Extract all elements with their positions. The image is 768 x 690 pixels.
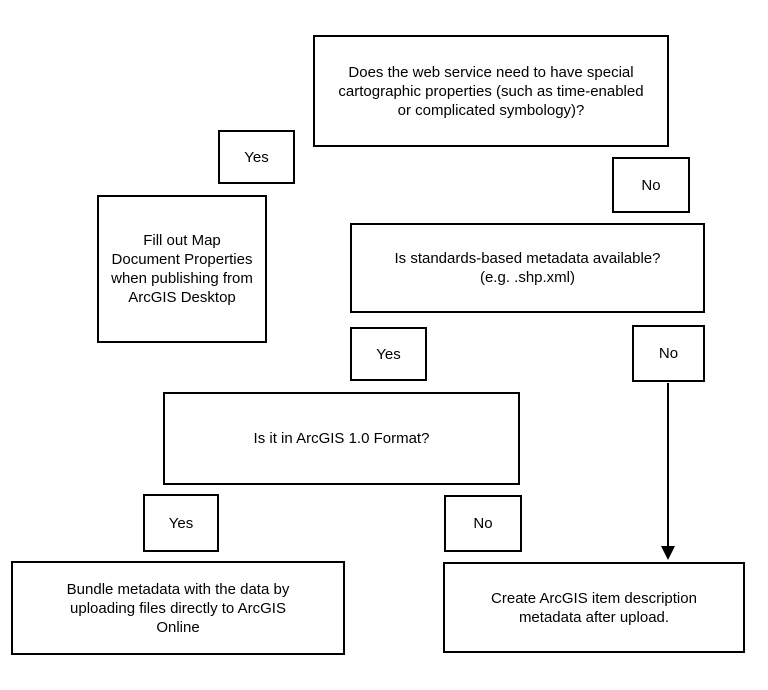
branch-box-no-standards: No bbox=[632, 325, 705, 382]
branch-box-yes-cartographic: Yes bbox=[218, 130, 295, 184]
action-box-create-item-description: Create ArcGIS item description metadata … bbox=[443, 562, 745, 653]
branch-box-yes-standards: Yes bbox=[350, 327, 427, 381]
branch-box-yes-format: Yes bbox=[143, 494, 219, 552]
branch-box-yes-cartographic-label: Yes bbox=[244, 148, 269, 166]
branch-box-yes-format-label: Yes bbox=[168, 514, 194, 532]
action-box-bundle-metadata-label: Bundle metadata with the data by uploadi… bbox=[66, 580, 290, 636]
action-box-bundle-metadata: Bundle metadata with the data by uploadi… bbox=[11, 561, 345, 655]
action-box-create-item-description-label: Create ArcGIS item description metadata … bbox=[491, 589, 697, 626]
action-box-fill-out-map-document-properties: Fill out Map Document Properties when pu… bbox=[97, 195, 267, 343]
branch-box-no-cartographic-label: No bbox=[641, 176, 661, 194]
decision-box-arcgis-format: Is it in ArcGIS 1.0 Format? bbox=[163, 392, 520, 485]
branch-box-no-standards-label: No bbox=[658, 345, 679, 362]
decision-box-standards-metadata: Is standards-based metadata available? (… bbox=[350, 223, 705, 313]
branch-box-yes-standards-label: Yes bbox=[376, 345, 401, 363]
arrow-no-to-create-line bbox=[667, 383, 669, 548]
branch-box-no-cartographic: No bbox=[612, 157, 690, 213]
arrow-no-to-create-head-icon bbox=[661, 546, 675, 560]
decision-box-standards-metadata-label: Is standards-based metadata available? (… bbox=[394, 250, 661, 286]
branch-box-no-format: No bbox=[444, 495, 522, 552]
decision-box-cartographic-properties-label: Does the web service need to have specia… bbox=[338, 63, 644, 119]
action-box-fill-out-map-document-properties-label: Fill out Map Document Properties when pu… bbox=[111, 232, 253, 306]
decision-box-arcgis-format-label: Is it in ArcGIS 1.0 Format? bbox=[253, 430, 430, 447]
decision-box-cartographic-properties: Does the web service need to have specia… bbox=[313, 35, 669, 147]
branch-box-no-format-label: No bbox=[473, 515, 493, 532]
